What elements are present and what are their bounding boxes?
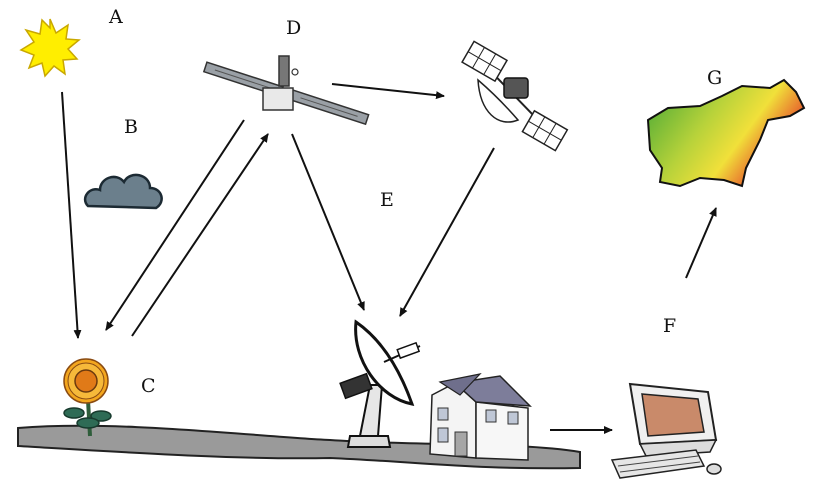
label-d: D (286, 17, 301, 39)
arrow-sun-to-flower (61, 91, 82, 339)
label-g: G (707, 67, 722, 89)
arrow-satellite-to-flower (105, 119, 245, 331)
arrow-satellite-to-dish (291, 133, 365, 311)
computer-icon (610, 382, 722, 479)
arrow-satellite-to-satellite (331, 83, 445, 100)
arrow-satellite-e-to-dish (399, 147, 495, 317)
satellite-icon (461, 40, 569, 152)
ground (17, 424, 581, 470)
satellite-icon (202, 55, 370, 126)
satellite-dish-icon (339, 319, 421, 448)
house-icon (429, 373, 532, 461)
cloud-icon (83, 173, 163, 210)
arrows (61, 83, 717, 434)
label-e: E (380, 189, 394, 211)
label-b: B (124, 116, 138, 138)
sun-icon (19, 18, 81, 78)
map-icon (646, 78, 806, 188)
label-f: F (663, 315, 676, 337)
arrow-computer-to-map (685, 207, 717, 279)
label-a: A (108, 6, 123, 28)
sunflower-icon (63, 358, 112, 437)
label-c: C (141, 375, 156, 397)
arrow-flower-to-satellite (131, 133, 269, 337)
